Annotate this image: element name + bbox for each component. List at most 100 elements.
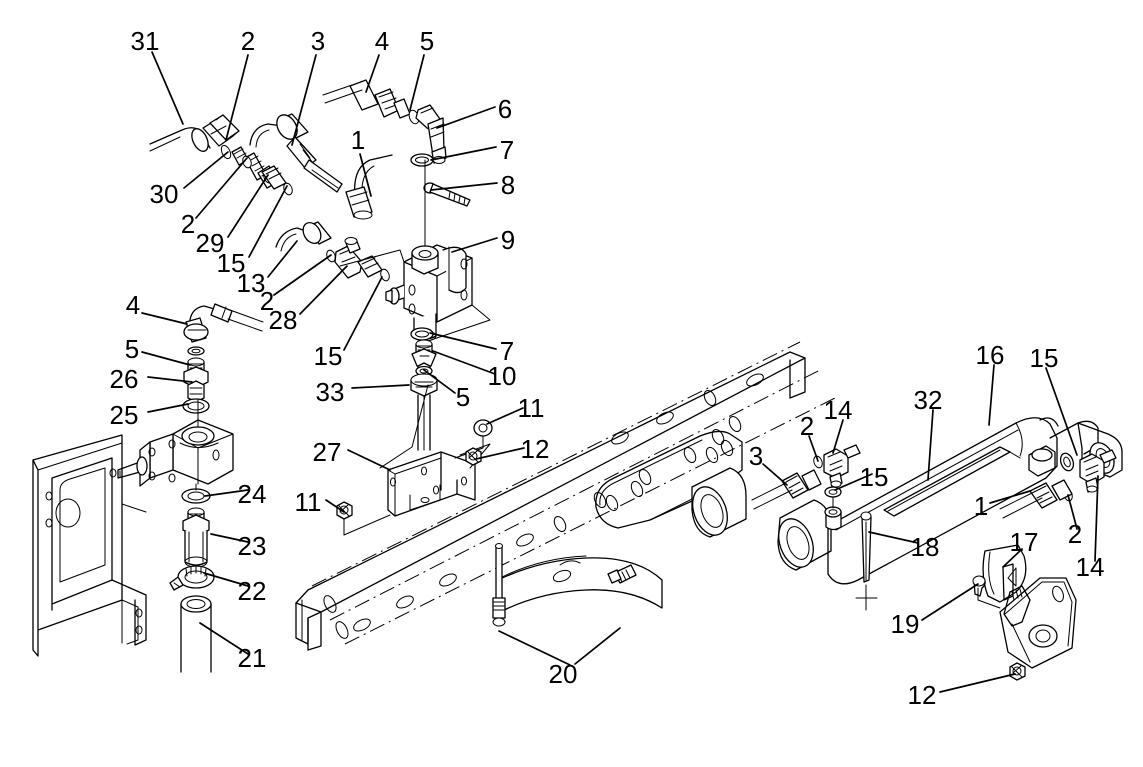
callout-14: 14 [1076, 475, 1104, 582]
callout-15: 15 [1030, 343, 1078, 456]
leader-line [204, 489, 249, 497]
callout-9: 9 [451, 225, 515, 255]
callout-number: 14 [824, 395, 853, 425]
callout-23: 23 [210, 531, 266, 561]
part-3-hose-upper [249, 113, 343, 193]
callout-11: 11 [295, 487, 345, 517]
part-29-connector [242, 155, 293, 196]
callout-number: 27 [313, 437, 342, 467]
callout-15: 15 [217, 185, 288, 278]
leader-line [195, 157, 248, 219]
callout-number: 21 [238, 643, 267, 673]
part-28-tee-fitting [326, 237, 390, 282]
diagram-artwork [32, 79, 1123, 681]
leader-line [183, 151, 229, 189]
callout-number: 4 [375, 26, 389, 56]
callout-number: 16 [976, 340, 1005, 370]
leader-line [1002, 548, 1023, 568]
callout-11: 11 [486, 393, 545, 425]
leader-line [868, 531, 919, 544]
leader-line [1045, 367, 1078, 456]
callout-3: 3 [291, 26, 325, 146]
callout-14: 14 [824, 395, 853, 454]
leader-line [574, 627, 621, 665]
cyl-port-bushing [824, 496, 842, 531]
part-15-o-ring-cyl [1059, 452, 1075, 472]
callout-number: 12 [521, 434, 550, 464]
callout-number: 5 [125, 334, 139, 364]
callout-number: 18 [911, 532, 940, 562]
callout-5: 5 [409, 26, 434, 111]
leader-line [432, 350, 496, 375]
callout-number: 32 [914, 385, 943, 415]
part-3-hose-left-cyl [751, 469, 822, 510]
callout-21: 21 [199, 622, 267, 673]
callout-number: 25 [110, 400, 139, 430]
callout-12: 12 [475, 434, 550, 464]
leader-line [325, 499, 345, 513]
callout-2: 2 [800, 411, 819, 462]
leader-line [808, 435, 819, 462]
callout-number: 1 [974, 491, 988, 521]
part-14-tee-left [823, 444, 861, 488]
callout-13: 13 [237, 240, 298, 298]
part-9-valve-block [339, 159, 491, 346]
leader-line [299, 265, 348, 315]
part-26-fitting [183, 357, 209, 403]
callout-number: 31 [131, 26, 160, 56]
leader-line [762, 463, 788, 486]
callout-number: 11 [295, 487, 322, 517]
callout-4: 4 [365, 26, 389, 93]
callout-32: 32 [914, 385, 943, 481]
callout-20: 20 [498, 627, 621, 689]
chassis-side-panel [32, 434, 147, 657]
leader-line [347, 449, 391, 471]
hydraulic-pump-body [117, 399, 234, 487]
callout-number: 2 [241, 26, 255, 56]
callout-number: 2 [800, 411, 814, 441]
leader-line [1094, 475, 1099, 562]
callout-29: 29 [196, 174, 269, 258]
part-33-nut [410, 373, 438, 451]
leader-line [989, 490, 1031, 504]
part-20-guard-plate [497, 555, 663, 613]
callout-number: 5 [420, 26, 434, 56]
leader-line [273, 254, 332, 296]
callout-number: 13 [237, 268, 266, 298]
callout-number: 28 [269, 305, 298, 335]
part-27-bracket [379, 384, 491, 517]
leader-line [147, 376, 193, 383]
guard-bolt-left [492, 543, 506, 627]
frame-rail [295, 341, 836, 651]
leader-line [291, 54, 317, 146]
leader-line [248, 185, 288, 258]
callout-number: 3 [749, 441, 763, 471]
callout-25: 25 [110, 400, 189, 430]
leader-line [141, 312, 188, 325]
part-11-washer-upper [454, 419, 493, 459]
guard-bolt-right [607, 564, 637, 584]
leader-line [834, 473, 873, 491]
leader-line [832, 419, 844, 454]
leader-line [199, 622, 249, 655]
leader-line [486, 407, 524, 425]
callout-number: 2 [260, 286, 274, 316]
part-1-hose-right [999, 479, 1073, 519]
leader-line [359, 153, 372, 197]
callout-number: 12 [908, 680, 937, 710]
callout-number: 7 [500, 135, 514, 165]
leader-line [225, 54, 249, 141]
callout-number: 26 [110, 364, 139, 394]
lever-mount-bracket [999, 577, 1077, 669]
callout-number: 17 [1010, 527, 1039, 557]
leader-line [475, 447, 525, 460]
leader-line-secondary [498, 630, 571, 666]
callout-number: 2 [181, 209, 195, 239]
callout-3: 3 [749, 441, 788, 486]
leader-line [203, 572, 249, 587]
callout-number: 33 [316, 377, 345, 407]
part-12-locknut-lower [1009, 662, 1026, 681]
callout-33: 33 [316, 377, 410, 407]
leader-line [451, 237, 498, 253]
